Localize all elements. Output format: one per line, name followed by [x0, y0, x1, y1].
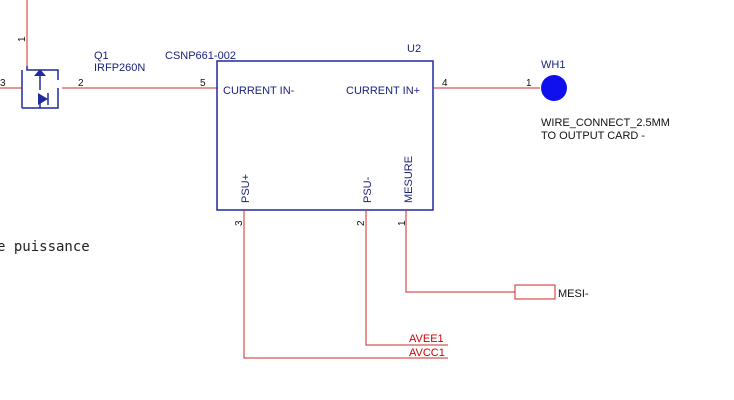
mosfet-n-channel-icon — [21, 66, 59, 109]
net-label-mesi[interactable]: MESI- — [558, 288, 589, 300]
psu-wiring — [243, 210, 556, 359]
net-label-avcc[interactable]: AVCC1 — [409, 347, 445, 359]
u2-pin4-number: 4 — [442, 78, 448, 89]
wh1-value: WIRE_CONNECT_2.5MM — [541, 117, 670, 129]
wh1-pin-number: 1 — [526, 78, 532, 89]
net-label-avee[interactable]: AVEE1 — [409, 333, 444, 345]
avee-wire — [365, 210, 448, 346]
u2-reference: U2 — [407, 43, 421, 55]
avcc-wire — [243, 210, 448, 359]
u2-pin5-label: CURRENT IN- — [223, 85, 295, 97]
u2-body — [216, 60, 434, 211]
comment-text: e puissance — [0, 239, 90, 255]
u2-pin5-number: 5 — [200, 78, 206, 89]
q1-pin-left-number: 3 — [0, 78, 6, 89]
mesi-wire — [405, 210, 515, 293]
u2-pin3-label: PSU+ — [240, 174, 252, 203]
u2-pin2-label: PSU- — [362, 176, 374, 203]
q1-pin-right-number: 2 — [78, 78, 84, 89]
u2-value: CSNP661-002 — [165, 50, 236, 62]
wire-pad-icon — [541, 75, 567, 101]
connector-wh1[interactable]: 1 WH1 WIRE_CONNECT_2.5MM TO OUTPUT CARD … — [526, 59, 670, 142]
transistor-q1[interactable]: 1 3 2 Q1 IRFP260N — [0, 0, 218, 109]
wh1-note: TO OUTPUT CARD - — [541, 130, 645, 142]
u2-pin1-label: MESURE — [403, 156, 415, 203]
wh1-reference: WH1 — [541, 59, 565, 71]
q1-pin-top-number: 1 — [17, 36, 28, 42]
u2-pin4-label: CURRENT IN+ — [346, 85, 420, 97]
u2-pin1-number: 1 — [397, 220, 408, 226]
mesi-net-flag — [514, 284, 556, 300]
sensor-u2[interactable]: CSNP661-002 U2 5 CURRENT IN- 4 CURRENT I… — [165, 43, 540, 226]
q1-reference: Q1 — [94, 50, 109, 62]
u2-pin2-number: 2 — [356, 220, 367, 226]
u2-pin3-number: 3 — [234, 220, 245, 226]
q1-value: IRFP260N — [94, 62, 145, 74]
